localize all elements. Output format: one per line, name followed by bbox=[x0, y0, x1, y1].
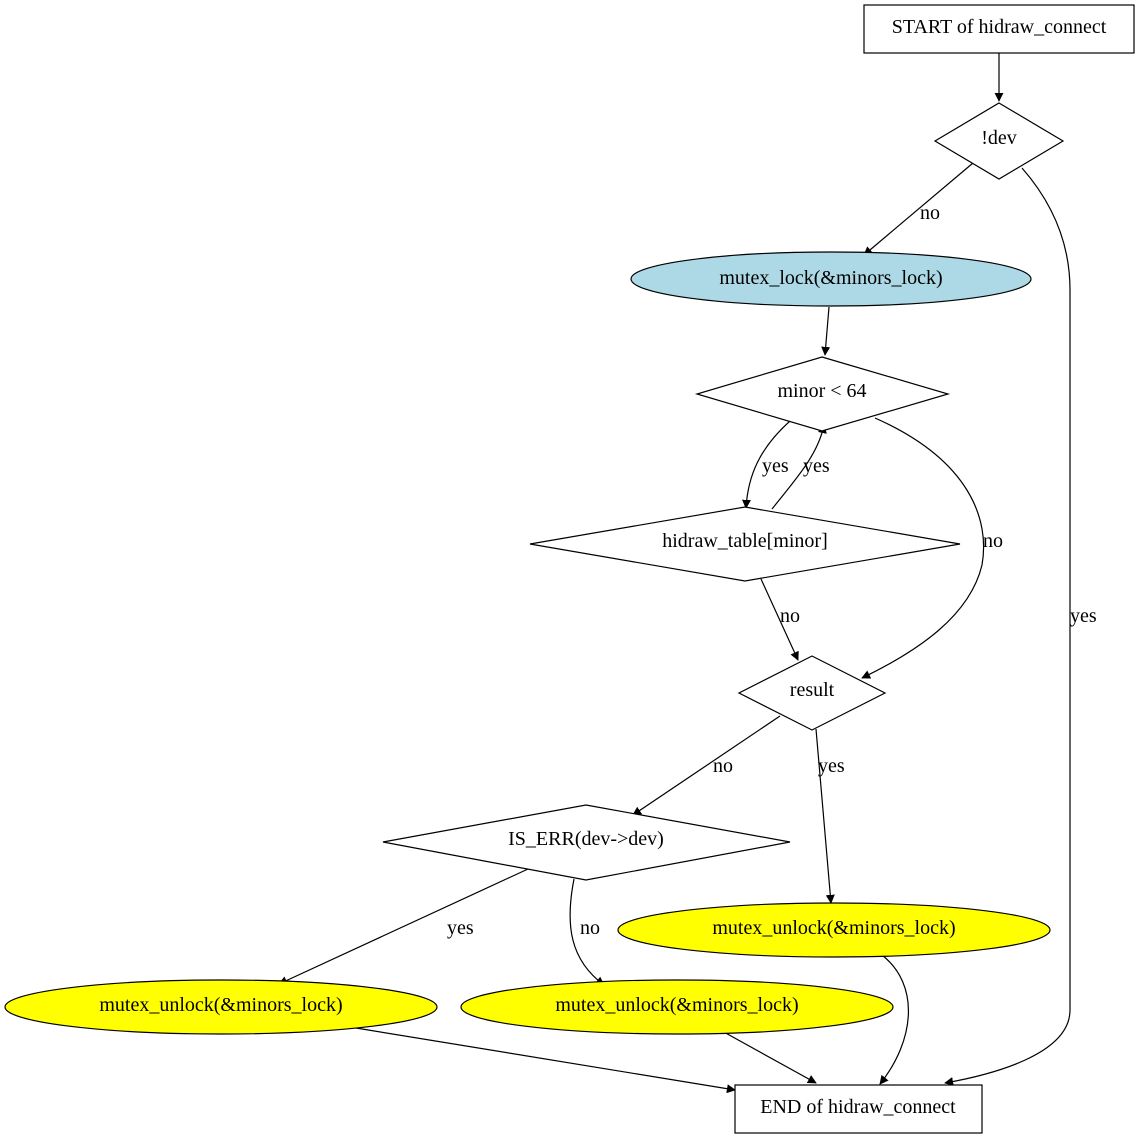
decision-is-err: IS_ERR(dev->dev) bbox=[382, 804, 791, 881]
minor-lt-label: minor < 64 bbox=[777, 380, 866, 402]
edge-iserr-to-unlock-mid bbox=[569, 878, 605, 986]
label-minor-table: yes bbox=[762, 455, 789, 477]
lock-node: mutex_lock(&minors_lock) bbox=[630, 251, 1032, 307]
table-diamond bbox=[529, 506, 961, 582]
edge-minor-to-result bbox=[861, 417, 985, 679]
label-result-iserr: no bbox=[713, 755, 733, 777]
label-iserr-unlock-mid: no bbox=[580, 917, 600, 939]
edge-notdev-to-lock bbox=[863, 162, 974, 256]
unlock-right-label: mutex_unlock(&minors_lock) bbox=[712, 917, 955, 939]
decision-result: result bbox=[737, 655, 887, 731]
label-notdev-lock: no bbox=[920, 202, 940, 224]
end-box bbox=[734, 1084, 983, 1134]
edge-notdev-to-end bbox=[944, 167, 1071, 1087]
lock-ellipse bbox=[630, 251, 1032, 307]
edge-unlock-left-to-end bbox=[355, 1027, 736, 1094]
edge-iserr-to-unlock-left bbox=[278, 868, 529, 985]
edges bbox=[278, 53, 1071, 1094]
edge-lock-to-minor bbox=[821, 306, 831, 356]
label-iserr-unlock-left: yes bbox=[447, 917, 474, 939]
edge-minor-to-table bbox=[742, 420, 791, 509]
unlock-mid-ellipse bbox=[460, 979, 894, 1035]
decision-not-dev: !dev bbox=[933, 102, 1065, 180]
not-dev-label: !dev bbox=[981, 127, 1017, 149]
decision-hidraw-table: hidraw_table[minor] bbox=[529, 506, 961, 582]
result-label: result bbox=[790, 679, 835, 701]
label-table-minor: yes bbox=[803, 455, 830, 477]
label-table-result: no bbox=[780, 605, 800, 627]
unlock-left-label: mutex_unlock(&minors_lock) bbox=[99, 994, 342, 1016]
edge-unlock-right-to-end bbox=[879, 954, 910, 1085]
result-diamond bbox=[737, 655, 887, 731]
label-result-unlock: yes bbox=[818, 755, 845, 777]
unlock-left-ellipse bbox=[4, 979, 438, 1035]
label-minor-result: no bbox=[983, 530, 1003, 552]
label-notdev-end: yes bbox=[1070, 605, 1097, 627]
is-err-diamond bbox=[382, 804, 791, 881]
edge-result-to-iserr bbox=[632, 715, 781, 816]
start-node: START of hidraw_connect bbox=[863, 4, 1135, 54]
end-node: END of hidraw_connect bbox=[734, 1084, 983, 1134]
start-label: START of hidraw_connect bbox=[892, 16, 1107, 38]
table-label: hidraw_table[minor] bbox=[662, 530, 828, 552]
minor-lt-diamond bbox=[694, 356, 951, 432]
not-dev-diamond bbox=[933, 102, 1065, 180]
lock-label: mutex_lock(&minors_lock) bbox=[719, 267, 942, 289]
is-err-label: IS_ERR(dev->dev) bbox=[508, 828, 664, 850]
edge-result-to-unlock-right bbox=[815, 728, 835, 904]
decision-minor-lt-64: minor < 64 bbox=[694, 356, 951, 432]
edge-unlock-mid-to-end bbox=[721, 1030, 817, 1084]
edge-table-to-minor bbox=[771, 424, 827, 510]
unlock-right-ellipse bbox=[617, 902, 1051, 958]
unlock-node-middle: mutex_unlock(&minors_lock) bbox=[460, 979, 894, 1035]
unlock-mid-label: mutex_unlock(&minors_lock) bbox=[555, 994, 798, 1016]
edge-table-to-result bbox=[760, 578, 799, 661]
start-box bbox=[863, 4, 1135, 54]
unlock-node-right: mutex_unlock(&minors_lock) bbox=[617, 902, 1051, 958]
unlock-node-left: mutex_unlock(&minors_lock) bbox=[4, 979, 438, 1035]
end-label: END of hidraw_connect bbox=[760, 1096, 956, 1118]
edge-labels: no yes yes yes no no no yes yes no bbox=[447, 202, 1097, 939]
nodes: START of hidraw_connect !dev mutex_lock(… bbox=[4, 4, 1135, 1134]
